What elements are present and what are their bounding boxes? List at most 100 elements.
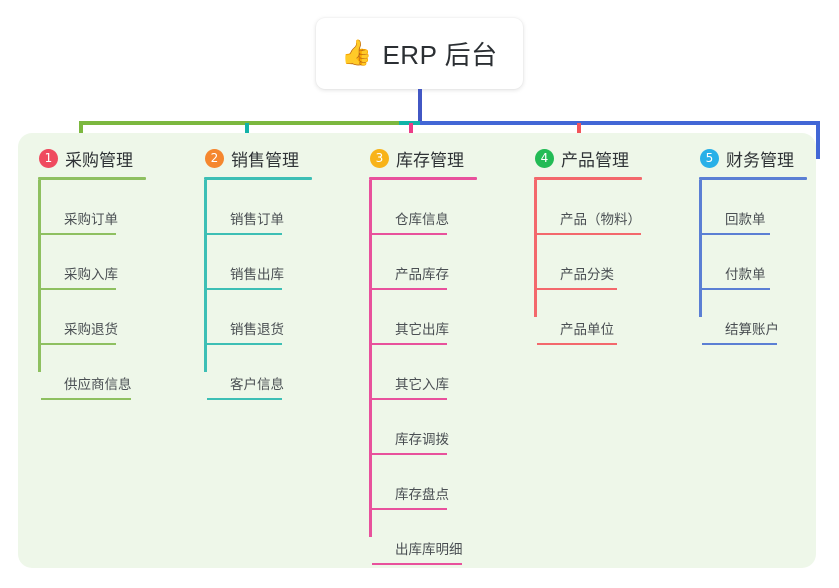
menu-item[interactable]: 产品单位 bbox=[534, 290, 642, 345]
menu-item-label: 客户信息 bbox=[230, 377, 284, 392]
menu-item-label: 其它入库 bbox=[395, 377, 449, 392]
column-items-product: 产品（物料） 产品分类产品单位 bbox=[534, 180, 642, 345]
column-rule-inventory bbox=[369, 177, 477, 180]
column-badge-sales: 2 bbox=[205, 148, 224, 168]
menu-item-rule bbox=[372, 343, 447, 345]
menu-item-rule bbox=[207, 233, 282, 235]
menu-item-label: 其它出库 bbox=[395, 322, 449, 337]
column-badge-purchase: 1 bbox=[39, 148, 58, 168]
menu-item-label: 销售出库 bbox=[230, 267, 284, 282]
menu-item[interactable]: 销售订单 bbox=[204, 180, 312, 235]
menu-item-rule bbox=[41, 398, 131, 400]
menu-item-label: 付款单 bbox=[725, 267, 766, 282]
menu-item-rule bbox=[207, 288, 282, 290]
menu-item[interactable]: 其它入库 bbox=[369, 345, 477, 400]
menu-item-rule bbox=[372, 233, 447, 235]
root-title: ERP 后台 bbox=[382, 40, 498, 70]
menu-item-label: 库存盘点 bbox=[395, 487, 449, 502]
column-items-finance: 回款单付款单结算账户 bbox=[699, 180, 807, 345]
menu-item-rule bbox=[537, 233, 641, 235]
menu-item-rule bbox=[41, 233, 116, 235]
menu-item-label: 产品分类 bbox=[560, 267, 614, 282]
bar-green bbox=[79, 121, 399, 125]
root-node-content: 👍 ERP 后台 bbox=[341, 35, 497, 72]
diagram-panel bbox=[18, 133, 816, 568]
menu-item[interactable]: 回款单 bbox=[699, 180, 807, 235]
column-inventory: 3 库存管理仓库信息产品库存其它出库其它入库库存调拨库存盘点出库库明细 bbox=[369, 145, 477, 565]
column-purchase: 1 采购管理采购订单采购入库采购退货供应商信息 bbox=[38, 145, 146, 400]
menu-item[interactable]: 供应商信息 bbox=[38, 345, 146, 400]
menu-item[interactable]: 仓库信息 bbox=[369, 180, 477, 235]
menu-item[interactable]: 销售出库 bbox=[204, 235, 312, 290]
menu-item[interactable]: 其它出库 bbox=[369, 290, 477, 345]
column-badge-inventory: 3 bbox=[370, 148, 389, 168]
column-trunk-purchase bbox=[38, 180, 41, 372]
menu-item[interactable]: 采购退货 bbox=[38, 290, 146, 345]
menu-item-rule bbox=[372, 398, 447, 400]
menu-item-label: 供应商信息 bbox=[64, 377, 132, 392]
menu-item[interactable]: 采购订单 bbox=[38, 180, 146, 235]
column-title-purchase: 采购管理 bbox=[65, 150, 133, 170]
root-node[interactable]: 👍 ERP 后台 bbox=[316, 18, 523, 89]
menu-item-label: 结算账户 bbox=[725, 322, 779, 337]
menu-item-label: 销售退货 bbox=[230, 322, 284, 337]
menu-item-rule bbox=[702, 233, 770, 235]
column-items-purchase: 采购订单采购入库采购退货供应商信息 bbox=[38, 180, 146, 400]
menu-item-label: 产品（物料） bbox=[560, 212, 641, 227]
menu-item[interactable]: 客户信息 bbox=[204, 345, 312, 400]
column-rule-purchase bbox=[38, 177, 146, 180]
menu-item-label: 销售订单 bbox=[230, 212, 284, 227]
menu-item-rule bbox=[537, 288, 617, 290]
column-badge-product: 4 bbox=[535, 148, 554, 168]
menu-item-rule bbox=[702, 288, 770, 290]
column-header-purchase[interactable]: 1 采购管理 bbox=[38, 145, 146, 171]
menu-item[interactable]: 库存调拨 bbox=[369, 400, 477, 455]
column-rule-finance bbox=[699, 177, 807, 180]
menu-item[interactable]: 库存盘点 bbox=[369, 455, 477, 510]
menu-item-label: 出库库明细 bbox=[395, 542, 463, 557]
menu-item-label: 回款单 bbox=[725, 212, 766, 227]
menu-item-rule bbox=[372, 563, 462, 565]
menu-item-label: 采购入库 bbox=[64, 267, 118, 282]
root-stem-connector bbox=[418, 89, 422, 123]
menu-item-rule bbox=[537, 343, 617, 345]
drop-finance bbox=[816, 123, 820, 159]
column-title-sales: 销售管理 bbox=[231, 150, 299, 170]
menu-item[interactable]: 付款单 bbox=[699, 235, 807, 290]
menu-item[interactable]: 采购入库 bbox=[38, 235, 146, 290]
column-items-sales: 销售订单销售出库销售退货客户信息 bbox=[204, 180, 312, 400]
column-header-inventory[interactable]: 3 库存管理 bbox=[369, 145, 477, 171]
menu-item-label: 采购订单 bbox=[64, 212, 118, 227]
menu-item-label: 仓库信息 bbox=[395, 212, 449, 227]
column-badge-finance: 5 bbox=[700, 148, 719, 168]
column-trunk-finance bbox=[699, 180, 702, 317]
menu-item-rule bbox=[372, 288, 447, 290]
column-title-inventory: 库存管理 bbox=[396, 150, 464, 170]
menu-item-rule bbox=[207, 343, 282, 345]
menu-item-label: 采购退货 bbox=[64, 322, 118, 337]
menu-item-label: 库存调拨 bbox=[395, 432, 449, 447]
menu-item[interactable]: 出库库明细 bbox=[369, 510, 477, 565]
menu-item[interactable]: 结算账户 bbox=[699, 290, 807, 345]
menu-item[interactable]: 产品（物料） bbox=[534, 180, 642, 235]
column-trunk-sales bbox=[204, 180, 207, 372]
column-header-sales[interactable]: 2 销售管理 bbox=[204, 145, 312, 171]
menu-item-rule bbox=[207, 398, 282, 400]
menu-item[interactable]: 产品库存 bbox=[369, 235, 477, 290]
menu-item-rule bbox=[372, 508, 447, 510]
bar-blue bbox=[420, 121, 820, 125]
thumbs-up-icon: 👍 bbox=[341, 39, 373, 67]
column-rule-sales bbox=[204, 177, 312, 180]
menu-item-rule bbox=[41, 288, 116, 290]
menu-item[interactable]: 销售退货 bbox=[204, 290, 312, 345]
menu-item[interactable]: 产品分类 bbox=[534, 235, 642, 290]
menu-item-rule bbox=[702, 343, 777, 345]
menu-item-rule bbox=[372, 453, 447, 455]
column-items-inventory: 仓库信息产品库存其它出库其它入库库存调拨库存盘点出库库明细 bbox=[369, 180, 477, 565]
column-trunk-product bbox=[534, 180, 537, 317]
menu-item-rule bbox=[41, 343, 116, 345]
